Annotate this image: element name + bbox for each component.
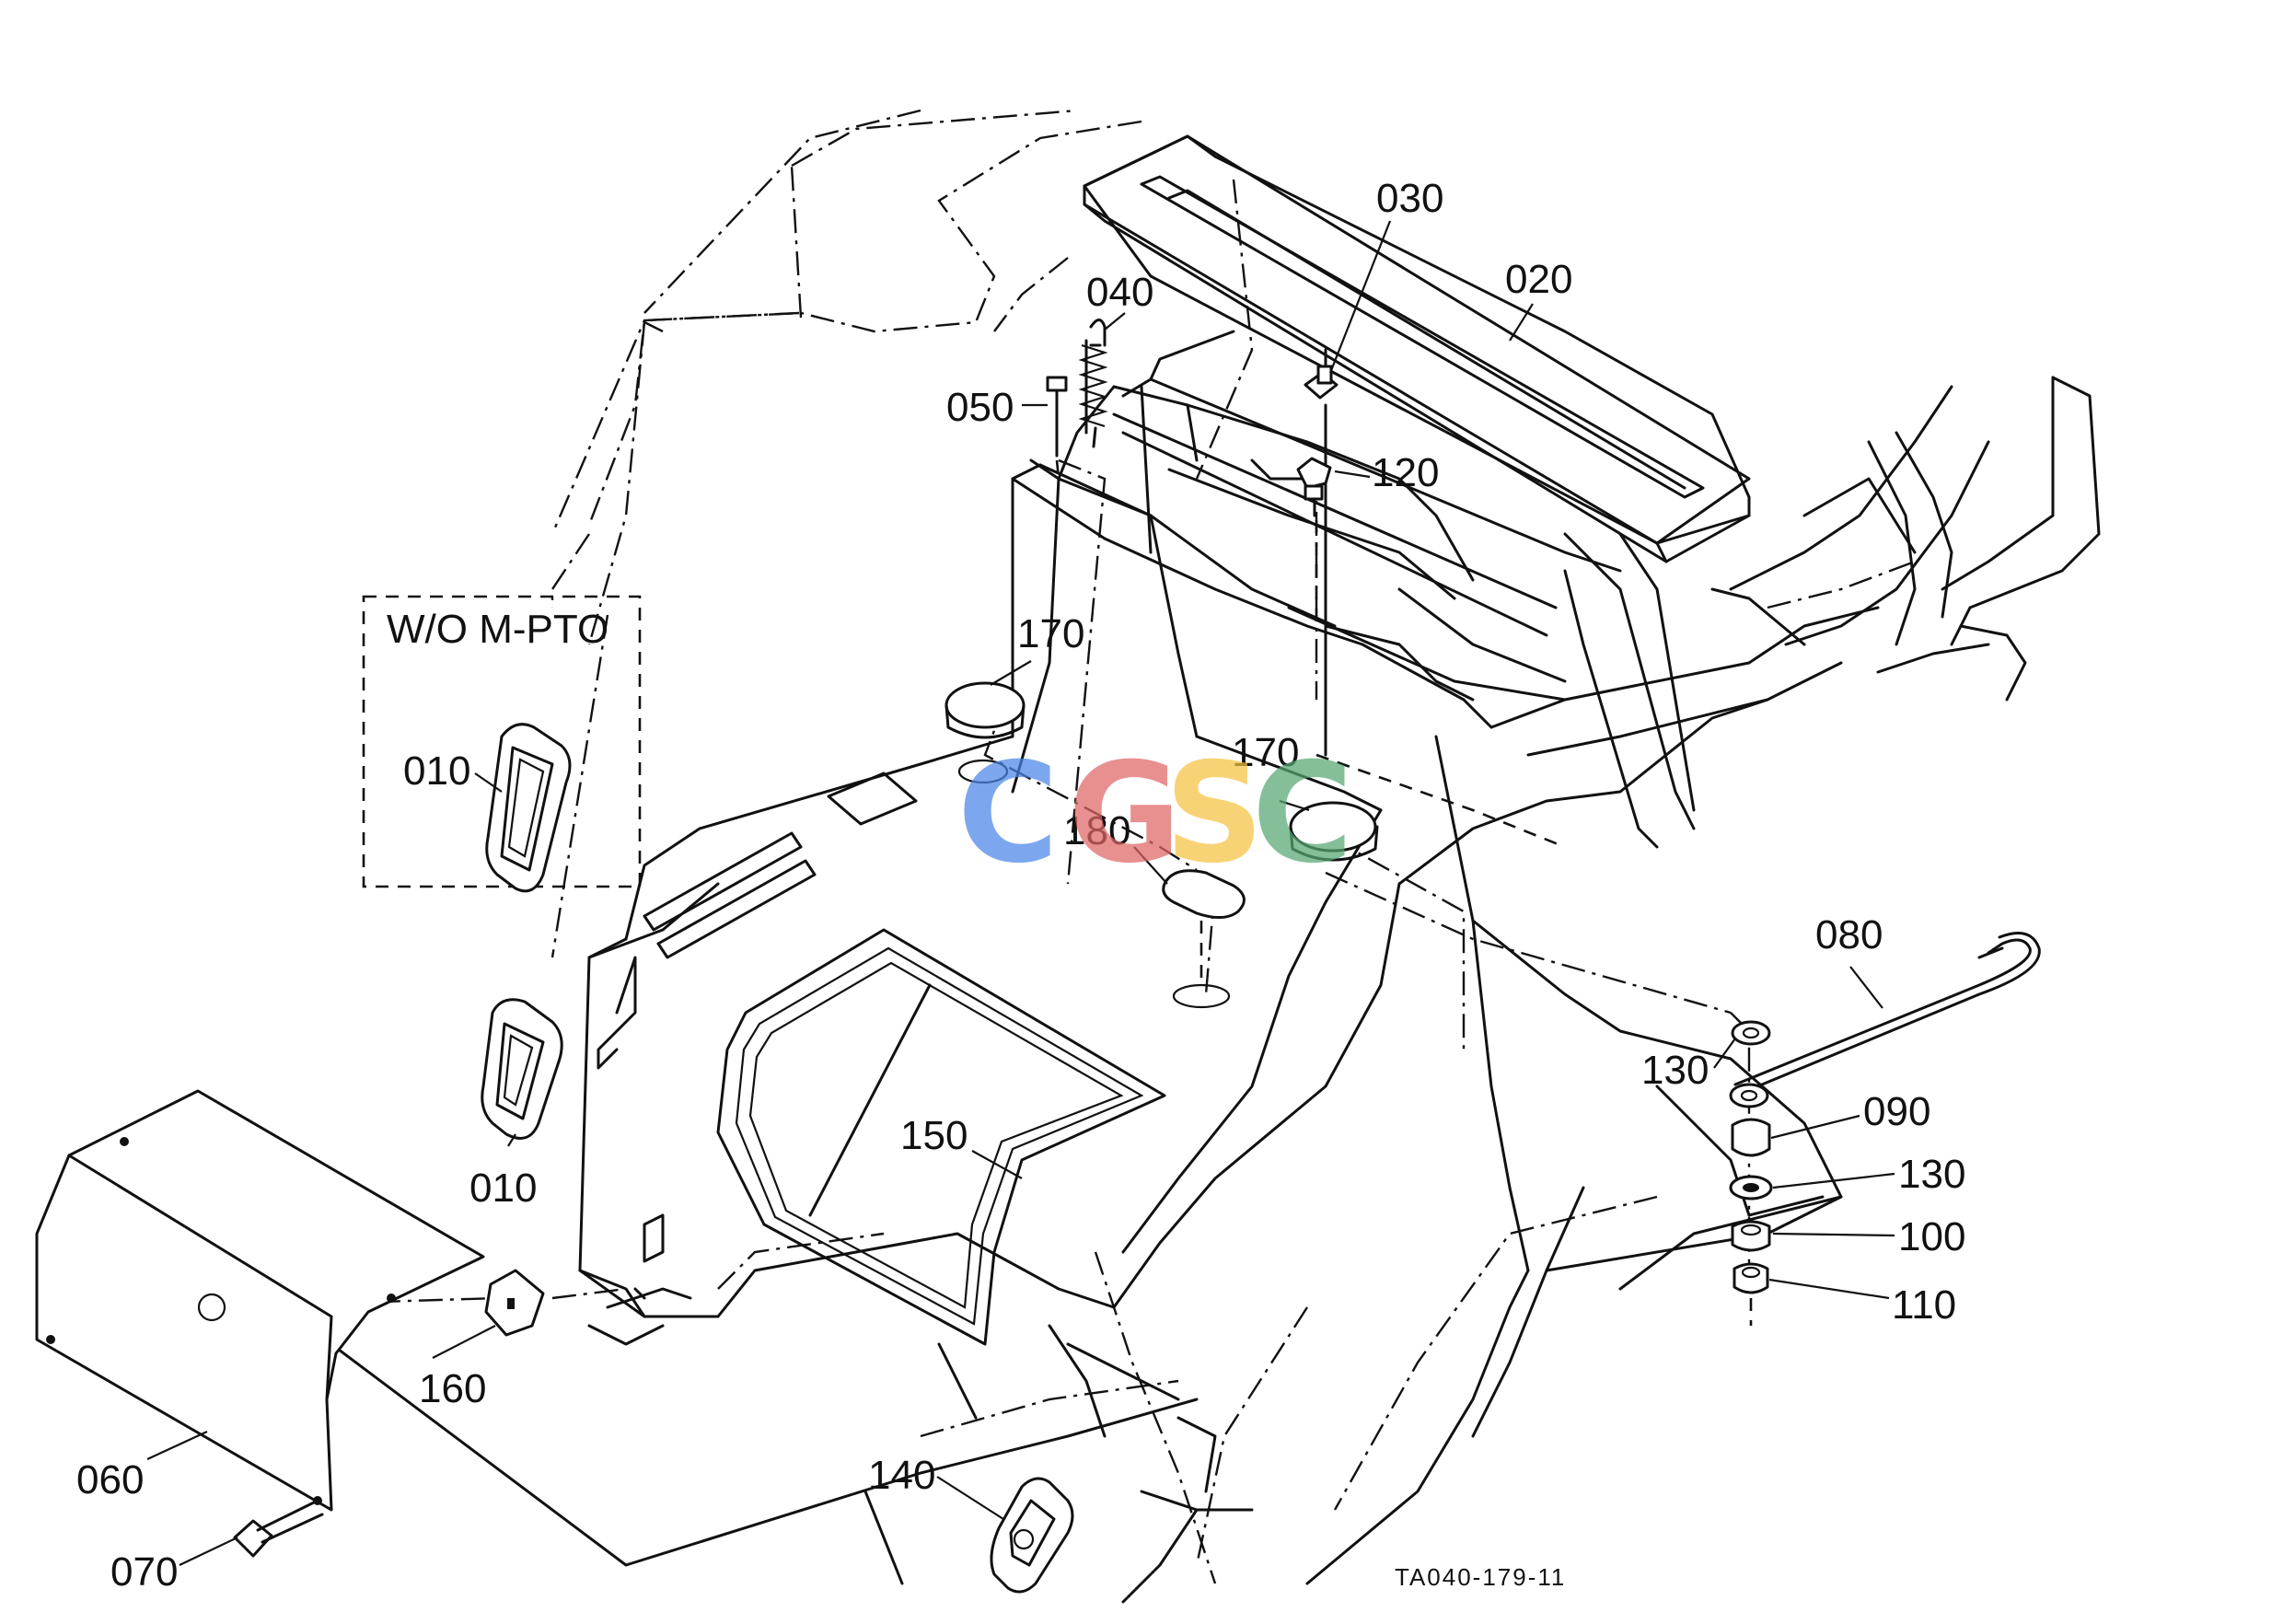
washer-stack [1729, 1020, 1773, 1326]
part-150-mat [716, 928, 1166, 1346]
callout-labels: 030 020 040 050 120 170 170 180 150 010 … [76, 176, 1965, 1595]
callout-030: 030 [1376, 176, 1443, 221]
part-030-fastener [1304, 348, 1339, 400]
variant-box-label: W/O M-PTO [387, 607, 608, 652]
callout-040: 040 [1086, 270, 1153, 315]
part-050-pin [1046, 376, 1068, 480]
frame-rails [1112, 330, 1622, 849]
callout-180: 180 [1063, 808, 1130, 853]
floor-vents [643, 771, 918, 959]
callout-140: 140 [868, 1453, 935, 1498]
callout-150: 150 [900, 1113, 968, 1158]
drawing-code: TA040-179-11 [1395, 1563, 1566, 1591]
part-080-rod [1733, 932, 2041, 1096]
callout-130-lower: 130 [1898, 1152, 1965, 1197]
callout-020: 020 [1505, 257, 1572, 302]
callout-170-right: 170 [1232, 730, 1299, 775]
leader-lines [146, 220, 1895, 1566]
floor-panel [578, 385, 1990, 1604]
part-010-grommet-box [485, 723, 572, 893]
variant-box: W/O M-PTO [362, 595, 642, 888]
part-020-step-plate [1083, 134, 1751, 849]
callout-060: 060 [76, 1457, 144, 1502]
part-140-grommet [990, 1477, 1074, 1594]
part-040-spring [1078, 319, 1108, 448]
part-060-cover [35, 1089, 485, 1512]
callout-070: 070 [110, 1549, 178, 1595]
callout-100: 100 [1898, 1214, 1965, 1259]
part-170-plug-left [944, 681, 1026, 784]
watermark-letter: C [1252, 734, 1353, 894]
callout-080: 080 [1815, 912, 1883, 957]
assembly-lines [206, 458, 1751, 1309]
callout-010-box: 010 [403, 748, 470, 794]
watermark-letter: C [957, 734, 1059, 894]
part-010-grommet [481, 998, 563, 1140]
callout-130-upper: 130 [1641, 1048, 1709, 1093]
part-160-pad [484, 1269, 545, 1337]
watermark: C G S C [957, 734, 1353, 894]
watermark-letter: G [1068, 734, 1181, 894]
right-bracket [1710, 376, 2101, 702]
tractor-body-outline [550, 109, 1916, 1584]
watermark-letter: S [1165, 734, 1264, 894]
callout-170-left: 170 [1017, 611, 1084, 656]
part-070-bolt [233, 1499, 324, 1558]
callout-110: 110 [1892, 1282, 1956, 1328]
callout-050: 050 [946, 385, 1014, 430]
callout-160: 160 [419, 1366, 486, 1411]
lower-body [330, 1324, 1199, 1585]
callout-090: 090 [1863, 1089, 1930, 1134]
left-panel-details [578, 956, 692, 1346]
part-120-bolt [1296, 457, 1332, 626]
part-180-plug [1162, 869, 1246, 1009]
part-170-plug-right [1289, 801, 1379, 862]
callout-120: 120 [1372, 450, 1439, 495]
callout-010: 010 [469, 1166, 537, 1211]
